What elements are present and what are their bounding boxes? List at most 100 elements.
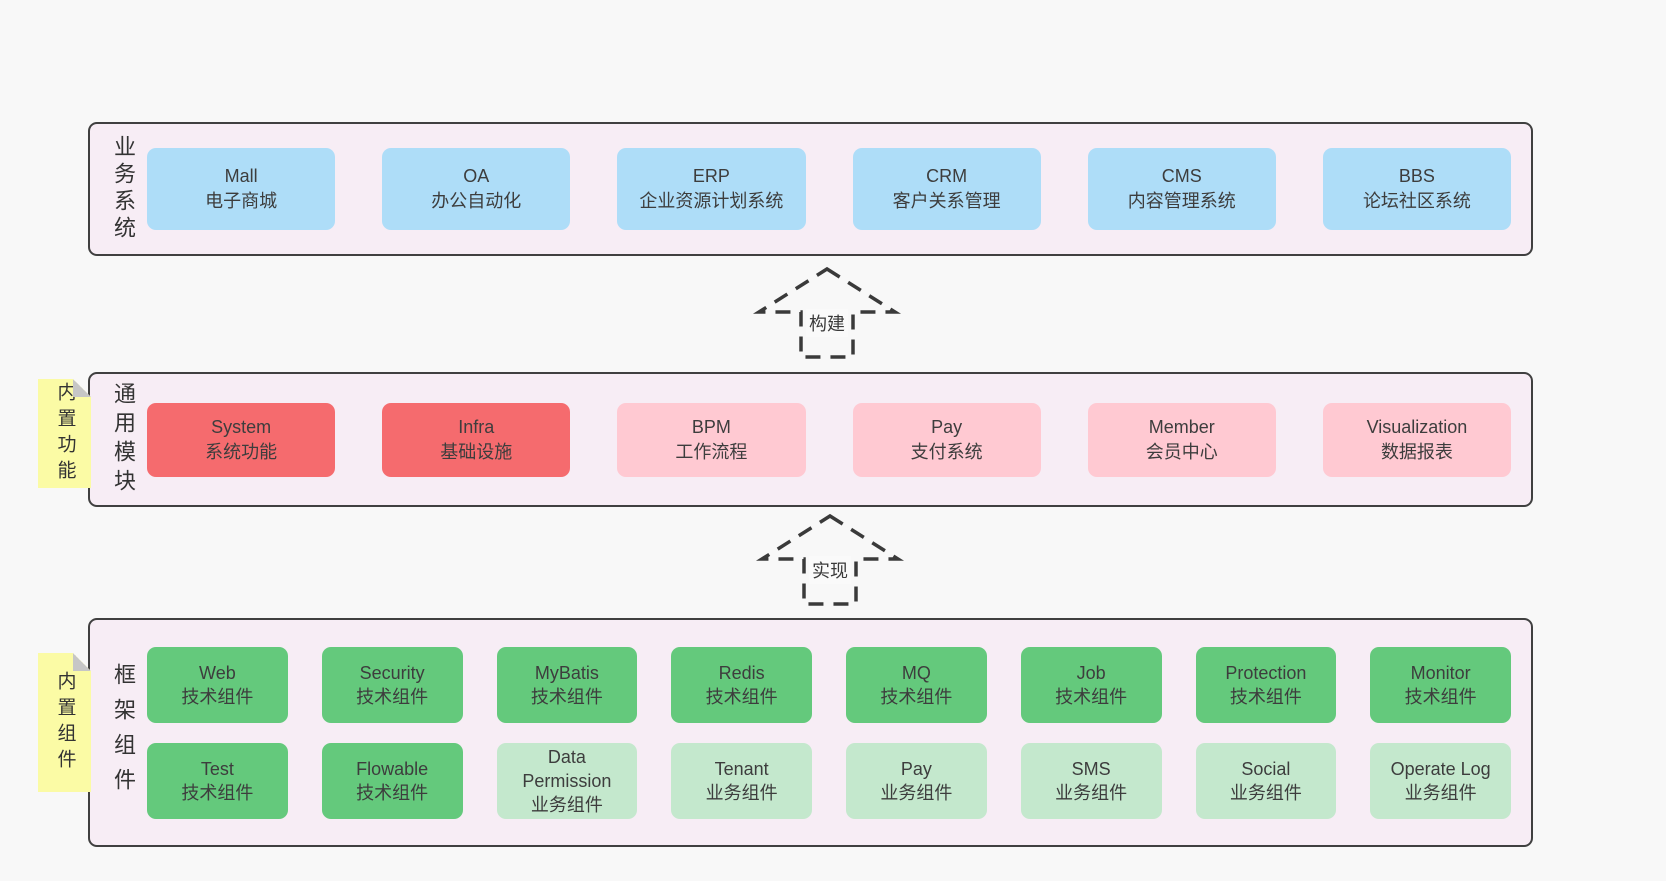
box-label-line: Flowable	[356, 758, 429, 779]
box-label-line: 论坛社区系统	[1362, 191, 1471, 211]
box-label-line: 业务组件	[1055, 782, 1128, 803]
builtin-components-tab-label: 内置组件	[54, 670, 76, 775]
box-label-line: ERP	[692, 166, 730, 186]
box-label-line: 技术组件	[880, 686, 953, 707]
up-arrow-icon	[752, 266, 902, 359]
box-visualization: Visualization 数据报表	[1322, 402, 1512, 477]
box-mall: Mall 电子商城	[147, 148, 336, 230]
box-label-line: 技术组件	[1404, 686, 1477, 707]
box-label-line: 技术组件	[530, 686, 603, 707]
box-label-line: Security	[359, 662, 425, 683]
build-arrow-label: 构建	[806, 309, 848, 337]
box-flowable: Flowable 技术组件	[321, 742, 463, 819]
box-sms: SMS 业务组件	[1020, 742, 1162, 819]
box-system: System 系统功能	[147, 402, 336, 477]
box-security: Security 技术组件	[321, 646, 463, 723]
box-label-line: 会员中心	[1145, 441, 1218, 462]
box-label-line: Social	[1241, 758, 1291, 779]
business-systems-boxes: Mall 电子商城 OA 办公自动化 ERP 企业资源计划系统 CRM 客户关系管理 CMS 内容…	[143, 148, 1531, 230]
box-label-line: 技术组件	[181, 686, 254, 707]
build-arrow: 构建	[752, 266, 902, 361]
implement-arrow-label: 实现	[809, 556, 851, 584]
box-label-line: Visualization	[1366, 416, 1468, 437]
box-crm: CRM 客户关系管理	[852, 148, 1041, 230]
implement-arrow: 实现	[755, 513, 905, 608]
box-label-line: 技术组件	[356, 686, 429, 707]
box-label-line: 电子商城	[205, 191, 278, 211]
box-label-line: Web	[199, 662, 236, 683]
box-label-line: 基础设施	[440, 441, 513, 462]
box-label-line: Redis	[718, 662, 765, 683]
box-row: Mall 电子商城 OA 办公自动化 ERP 企业资源计划系统 CRM 客户关系管理 CMS 内容…	[147, 148, 1512, 230]
box-label-line: Mall	[224, 166, 258, 186]
box-label-line: BPM	[691, 416, 731, 437]
builtin-components-tab: 内置组件	[38, 653, 91, 792]
box-label-line: System	[211, 416, 272, 437]
box-cms: CMS 内容管理系统	[1087, 148, 1276, 230]
box-label-line: OA	[463, 166, 490, 186]
box-member: Member 会员中心	[1087, 402, 1276, 477]
box-label-line: CRM	[926, 166, 968, 186]
panel-business-systems: 业务系统 Mall 电子商城 OA 办公自动化 ERP 企业资源计划系统 CRM 客户关系管理…	[88, 122, 1533, 256]
box-label-line: Tenant	[714, 758, 769, 779]
box-label-line: 工作流程	[675, 441, 748, 462]
box-label-line: 企业资源计划系统	[639, 191, 784, 211]
box-bbs: BBS 论坛社区系统	[1322, 148, 1512, 230]
box-pay: Pay 支付系统	[852, 402, 1041, 477]
common-modules-boxes: System 系统功能 Infra 基础设施 BPM 工作流程 Pay 支付系统 Member 会…	[143, 402, 1531, 477]
box-label-line: Pay	[931, 416, 963, 437]
box-label-line: 业务组件	[880, 782, 953, 803]
box-redis: Redis 技术组件	[671, 646, 812, 723]
box-tenant: Tenant 业务组件	[671, 742, 812, 819]
builtin-features-tab: 内置功能	[38, 379, 91, 488]
box-label-line: 技术组件	[181, 782, 254, 803]
box-erp: ERP 企业资源计划系统	[617, 148, 806, 230]
box-mq: MQ 技术组件	[846, 646, 987, 723]
box-web: Web 技术组件	[147, 646, 288, 723]
box-label-line: SMS	[1071, 758, 1111, 779]
box-label-line: 技术组件	[1229, 686, 1302, 707]
box-label-line: 系统功能	[205, 441, 278, 462]
box-label-line: MQ	[901, 662, 931, 683]
box-label-line: Infra	[458, 416, 495, 437]
box-oa: OA 办公自动化	[382, 148, 571, 230]
box-label-line: 业务组件	[705, 782, 778, 803]
box-label-line: 数据报表	[1380, 441, 1453, 462]
box-label-line: Protection	[1225, 662, 1307, 683]
box-label-line: Monitor	[1410, 662, 1471, 683]
box-test: Test 技术组件	[147, 742, 288, 819]
box-label-line: 业务组件	[1229, 782, 1302, 803]
box-protection: Protection 技术组件	[1195, 646, 1337, 723]
box-label-line: 支付系统	[910, 441, 983, 462]
box-bpm: BPM 工作流程	[617, 402, 806, 477]
box-label-line: Member	[1148, 416, 1215, 437]
up-arrow-icon	[755, 513, 905, 606]
panel-business-systems-label: 业务系统	[111, 135, 136, 243]
box-monitor: Monitor 技术组件	[1370, 646, 1511, 723]
box-label-line: Permission	[522, 770, 612, 791]
box-label-line: 内容管理系统	[1127, 191, 1236, 211]
box-label-line: 技术组件	[1055, 686, 1128, 707]
box-label-line: 技术组件	[356, 782, 429, 803]
box-label-line: 客户关系管理	[892, 191, 1001, 211]
builtin-features-tab-label: 内置功能	[54, 381, 76, 486]
box-label-line: 办公自动化	[431, 191, 522, 211]
box-label-line: BBS	[1398, 166, 1435, 186]
box-label-line: MyBatis	[534, 662, 599, 683]
box-label-line: CMS	[1161, 166, 1202, 186]
box-mybatis: MyBatis 技术组件	[496, 646, 638, 723]
panel-common-modules-label: 通用模块	[111, 381, 136, 498]
box-label-line: 业务组件	[530, 794, 603, 815]
box-label-line: 技术组件	[705, 686, 778, 707]
box-label-line: Data	[547, 746, 586, 767]
box-label-line: Test	[200, 758, 234, 779]
box-infra: Infra 基础设施	[382, 402, 571, 477]
